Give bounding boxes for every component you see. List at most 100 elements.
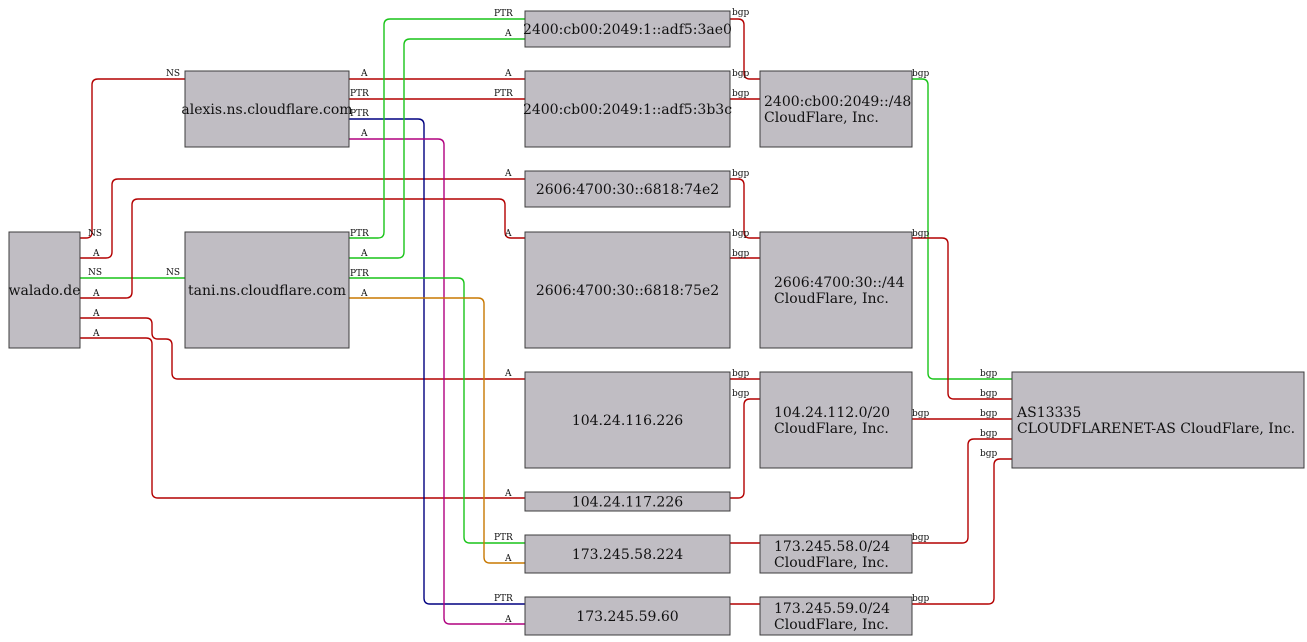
label-ptr-tani-58: PTR [350,269,369,279]
edge-bgp-74e2-2606 [730,178,760,239]
label-bgp-b3c: bgp [732,69,750,79]
label-bgp-2400: bgp [912,69,930,79]
label-ptr-ae0-in: PTR [494,9,513,19]
ip-2606-75e2-node-box [524,231,731,349]
ip-2606-74e2-node-box [524,170,731,208]
label-a-walado-117: A [92,329,100,339]
ip-2606-74e2-node-label: 2606:4700:30::6818:74e2 [536,182,719,198]
label-a-tani-58: A [360,289,368,299]
ip-104-116-node-box [524,371,731,469]
label-a-walado-75e2: A [92,289,100,299]
ip-2400-b3c-node[interactable]: 2400:cb00:2049:1::adf5:3b3c [523,70,732,148]
ip-173-59-node-box [524,596,731,636]
prefix-173-58-node-label: 173.245.58.0/24 [774,539,890,555]
ip-2606-75e2-node-label: 2606:4700:30::6818:75e2 [536,283,719,299]
label-a-tani-ae0: A [360,249,368,259]
label-a-alexis-59: A [360,129,368,139]
ip-2400-ae0-node-label: 2400:cb00:2049:1::adf5:3ae0 [523,22,732,38]
label-ptr-58-in: PTR [494,533,513,543]
ip-104-116-node[interactable]: 104.24.116.226 [524,371,731,469]
nodes: walado.de alexis.ns.cloudflare.com tani.ns… [8,10,1305,636]
edge-bgp-173-59-as [912,458,1012,605]
label-bgp-173-59: bgp [912,594,930,604]
edge-tani-a-ae0 [349,38,525,259]
label-bgp-74e2: bgp [732,169,750,179]
ip-104-117-node-label: 104.24.117.226 [572,495,683,511]
ip-173-58-node-box [524,534,731,574]
label-a-74e2-in: A [504,169,512,179]
label-ns-walado-alexis: NS [88,229,102,239]
label-ptr-59-in: PTR [494,594,513,604]
edge-tani-ptr-58 [349,277,525,544]
edge-alexis-a-59 [349,138,525,625]
as13335-node-sublabel: CLOUDFLARENET-AS CloudFlare, Inc. [1017,421,1295,437]
ip-104-117-node[interactable]: 104.24.117.226 [524,491,731,512]
label-ptr-alexis-59: PTR [350,109,369,119]
edge-alexis-ptr-59 [349,118,525,605]
as13335-node-label: AS13335 [1016,405,1081,421]
ip-2400-b3c-node-box [524,70,731,148]
label-a-75e2-in: A [504,229,512,239]
prefix-173-59-node-label: 173.245.59.0/24 [774,601,890,617]
ip-173-58-node[interactable]: 173.245.58.224 [524,534,731,574]
tani-ns-node-box [184,231,350,349]
label-bgp-as-1: bgp [980,369,998,379]
label-bgp-as-3: bgp [980,409,998,419]
ip-173-59-node-label: 173.245.59.60 [576,609,678,625]
alexis-ns-node-label: alexis.ns.cloudflare.com [181,102,352,118]
prefix-2606-node-box [759,231,913,349]
prefix-2606-node-label: 2606:4700:30::/44 [774,275,905,291]
label-bgp-75e2-2: bgp [732,249,750,259]
walado-node[interactable]: walado.de [8,231,81,349]
edge-bgp-117-104 [730,398,760,499]
prefix-173-59-node-sublabel: CloudFlare, Inc. [774,617,889,633]
label-ptr-alexis-b3c: PTR [350,89,369,99]
edge-bgp-173-58-as [912,438,1012,544]
label-a-alexis-b3c: A [360,69,368,79]
tani-ns-node-label: tani.ns.cloudflare.com [188,283,346,299]
prefix-2400-node-label: 2400:cb00:2049::/48 [764,94,911,110]
label-bgp-b3c-2: bgp [732,89,750,99]
edge-tani-ptr-ae0 [349,18,525,239]
prefix-104-node-sublabel: CloudFlare, Inc. [774,421,889,437]
edge-walado-a-75e2 [80,198,525,299]
ip-104-116-node-label: 104.24.116.226 [572,413,683,429]
label-ns-alexis-in: NS [166,69,180,79]
label-bgp-as-2: bgp [980,389,998,399]
edge-bgp-ae0-2400 [730,18,760,80]
label-a-b3c-in: A [504,69,512,79]
alexis-ns-node[interactable]: alexis.ns.cloudflare.com [181,70,353,148]
label-bgp-117: bgp [732,389,750,399]
label-bgp-ae0: bgp [732,8,750,18]
edge-walado-a-74e2 [80,178,525,259]
label-bgp-2606: bgp [912,229,930,239]
ip-2606-75e2-node[interactable]: 2606:4700:30::6818:75e2 [524,231,731,349]
label-a-walado-74e2: A [92,249,100,259]
edge-walado-a-117 [80,337,525,499]
label-bgp-104: bgp [912,409,930,419]
ip-173-59-node[interactable]: 173.245.59.60 [524,596,731,636]
label-a-ae0-in: A [504,29,512,39]
label-ptr-b3c-in: PTR [494,89,513,99]
label-bgp-as-4: bgp [980,429,998,439]
ip-2400-b3c-node-label: 2400:cb00:2049:1::adf5:3b3c [523,102,732,118]
ip-2400-ae0-node[interactable]: 2400:cb00:2049:1::adf5:3ae0 [523,10,732,48]
prefix-2606-node-sublabel: CloudFlare, Inc. [774,291,889,307]
ip-2400-ae0-node-box [524,10,731,48]
ip-104-117-node-box [524,491,731,512]
prefix-173-58-node-sublabel: CloudFlare, Inc. [774,555,889,571]
as13335-node-box [1011,371,1305,469]
label-a-59-in: A [504,615,512,625]
edge-bgp-2400-as [912,78,1012,380]
ip-2606-74e2-node[interactable]: 2606:4700:30::6818:74e2 [524,170,731,208]
tani-ns-node[interactable]: tani.ns.cloudflare.com [184,231,350,349]
ip-173-58-node-label: 173.245.58.224 [572,547,683,563]
